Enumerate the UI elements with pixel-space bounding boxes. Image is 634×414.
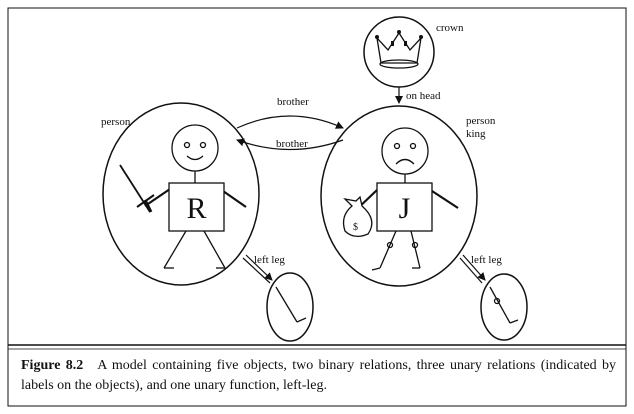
crown-icon — [375, 30, 423, 69]
left-leg-arrow-j-b — [462, 254, 486, 281]
richard-letter: R — [186, 192, 206, 225]
figure-border — [7, 7, 627, 407]
richard-face-icon — [171, 124, 219, 172]
richard-leg-object — [266, 272, 314, 342]
richard-name-box — [168, 182, 225, 232]
money-bag-icon: $ — [342, 195, 373, 238]
left-leg-arrow-r-b — [245, 254, 273, 281]
john-letter: J — [399, 192, 411, 225]
brother-label-bottom: brother — [276, 138, 308, 150]
crown-object — [363, 16, 435, 88]
john-object: J $ — [320, 105, 478, 287]
john-leg-object — [480, 273, 528, 341]
caption-text: A model containing five objects, two bin… — [21, 358, 616, 393]
brother-arrow-r-to-j — [236, 115, 344, 129]
person-label-john: person — [466, 115, 496, 127]
john-name-box — [376, 182, 433, 232]
person-label-richard: person — [101, 116, 131, 128]
brother-label-top: brother — [277, 96, 309, 108]
john-figure — [354, 127, 459, 271]
leg-icon-john — [489, 286, 519, 324]
king-label-john: king — [466, 128, 486, 140]
brother-arrow-j-to-r — [236, 138, 344, 151]
richard-figure — [144, 124, 247, 269]
leg-icon-richard — [275, 286, 307, 323]
sword-icon — [119, 164, 155, 213]
left-leg-label-richard: left leg — [254, 254, 285, 266]
on-head-label: on head — [406, 90, 441, 102]
john-face-icon — [381, 127, 429, 175]
crown-label: crown — [436, 22, 464, 34]
left-leg-label-john: left leg — [471, 254, 502, 266]
money-symbol: $ — [353, 222, 358, 233]
figure-number: Figure 8.2 — [21, 358, 84, 373]
richard-object: R — [102, 102, 260, 286]
